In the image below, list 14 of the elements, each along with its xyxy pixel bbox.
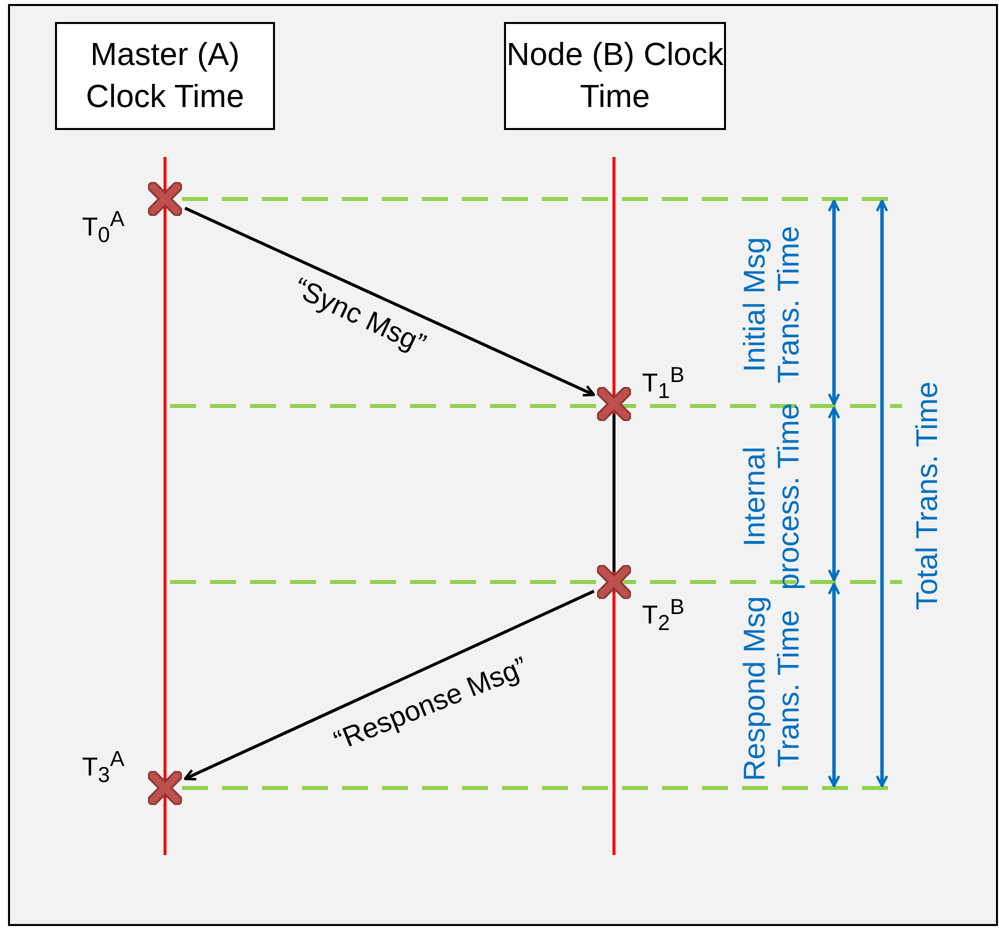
message-arrow (184, 206, 596, 396)
interval-label: Total Trans. Time (911, 380, 945, 612)
interval-label: Respond Msg Trans. Time (738, 594, 806, 783)
interval-label: Internal process. Time (738, 402, 806, 592)
cross-marker (597, 387, 631, 421)
edge-label: “Sync Msg” (288, 272, 431, 360)
column-header: Node (B) Clock Time (504, 22, 726, 130)
cross-marker (148, 182, 182, 216)
cross-marker (148, 771, 182, 805)
cross-marker (597, 565, 631, 599)
connector-line (612, 414, 616, 572)
interval-label: Initial Msg Trans. Time (738, 224, 806, 385)
message-arrow (184, 590, 595, 780)
column-header: Master (A) Clock Time (55, 22, 275, 130)
